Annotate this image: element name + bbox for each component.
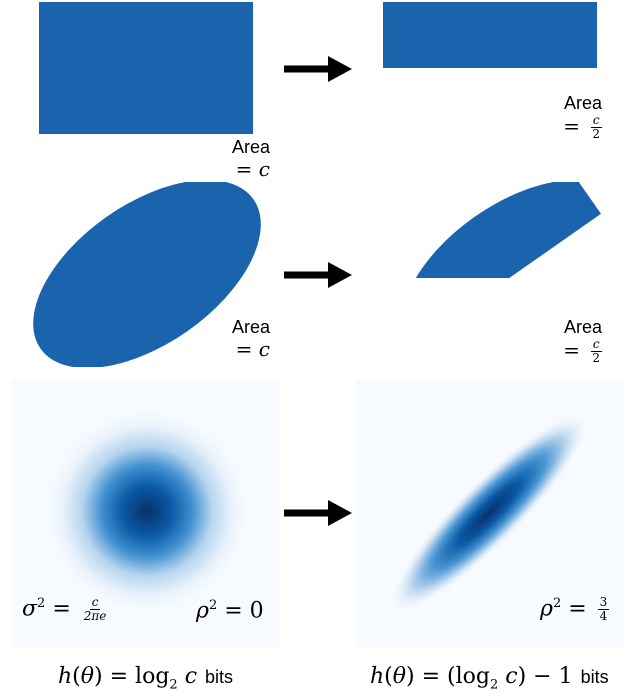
frac-num: c bbox=[89, 595, 101, 610]
row2-left-ellipse bbox=[33, 182, 261, 367]
bits-label: bits bbox=[580, 667, 609, 687]
bits-label: bits bbox=[205, 667, 234, 687]
frac-den: 2πe bbox=[83, 609, 107, 623]
area-value: c bbox=[258, 337, 270, 361]
area-text: Area bbox=[563, 317, 602, 337]
frac-den: 2 bbox=[592, 127, 600, 141]
area-text: Area bbox=[231, 317, 270, 337]
row2-left-area-label: Area = c bbox=[200, 316, 270, 360]
frac-den: 4 bbox=[599, 609, 608, 623]
right-arrow-icon bbox=[284, 500, 352, 526]
row3-left-rho-label: ρ2 = 0 bbox=[196, 598, 264, 624]
frac-den: 2 bbox=[592, 351, 600, 365]
row3-right-density-panel bbox=[356, 380, 623, 647]
sigma-symbol: σ bbox=[22, 596, 38, 622]
area-text: Area bbox=[231, 137, 270, 157]
area-text: Area bbox=[563, 93, 602, 113]
right-arrow-icon bbox=[284, 262, 352, 288]
row1-right-rectangle bbox=[383, 2, 597, 68]
frac-num: 3 bbox=[597, 595, 610, 610]
row2-right-half-ellipse bbox=[401, 182, 602, 278]
area-value: c bbox=[258, 157, 270, 181]
frac-num: c bbox=[590, 113, 602, 128]
row1-left-area-label: Area = c bbox=[200, 136, 270, 180]
row3-left-density-panel bbox=[12, 380, 279, 647]
right-arrow-icon bbox=[284, 56, 352, 82]
row1-left-rectangle bbox=[39, 2, 253, 134]
frac-num: c bbox=[590, 337, 602, 352]
rho-value: 0 bbox=[249, 598, 264, 624]
